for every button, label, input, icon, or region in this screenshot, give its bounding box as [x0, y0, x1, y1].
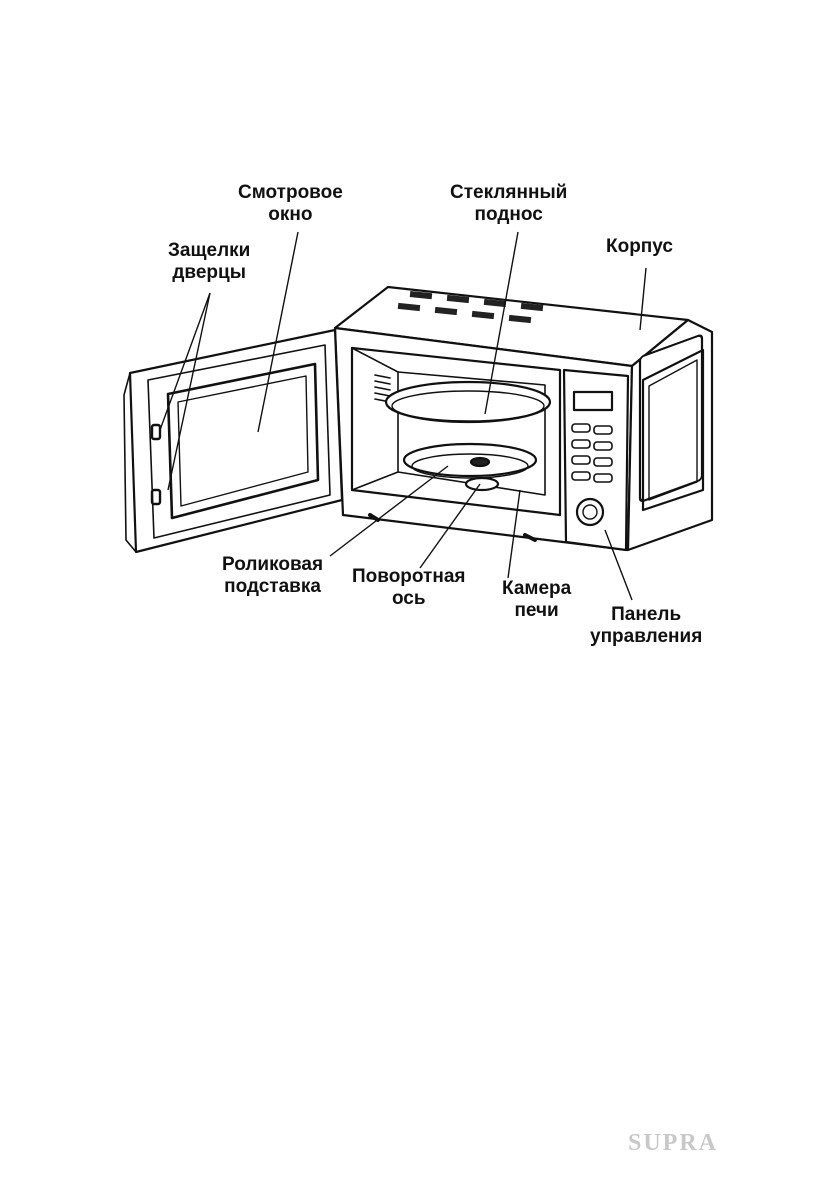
shaft-shape [464, 476, 500, 492]
glass-tray-shape [384, 380, 552, 424]
label-housing: Корпус [606, 236, 673, 257]
leader-housing [639, 267, 647, 331]
display-shape [572, 390, 614, 412]
label-oven-cavity: Камера печи [502, 578, 572, 621]
label-roller-ring: Роликовая подставка [222, 554, 324, 597]
brand-logo: SUPRA [628, 1130, 719, 1156]
leader-roller-ring [329, 465, 449, 557]
door-latches-shape [150, 423, 162, 506]
leader-glass-tray [484, 231, 519, 415]
roller-ring-shape [402, 442, 538, 478]
label-turntable-shaft: Поворотная ось [352, 566, 466, 609]
leader-door-latches-2 [167, 292, 211, 491]
control-buttons [571, 423, 613, 483]
label-control-panel: Панель управления [590, 604, 703, 647]
oven-cavity [350, 346, 562, 517]
leader-viewing-window [257, 231, 299, 433]
cavity-vents [374, 374, 391, 403]
leader-door-latches-1 [159, 292, 211, 431]
top-vents [397, 290, 544, 324]
leader-turntable-shaft [419, 483, 481, 569]
label-glass-tray: Стеклянный поднос [450, 182, 568, 225]
control-knob-shape [575, 497, 605, 527]
leader-oven-cavity [507, 489, 521, 579]
leader-lines [159, 231, 647, 601]
label-door-latches: Защелки дверцы [168, 240, 251, 283]
leader-control-panel [604, 529, 633, 601]
label-viewing-window: Смотровое окно [238, 182, 343, 225]
